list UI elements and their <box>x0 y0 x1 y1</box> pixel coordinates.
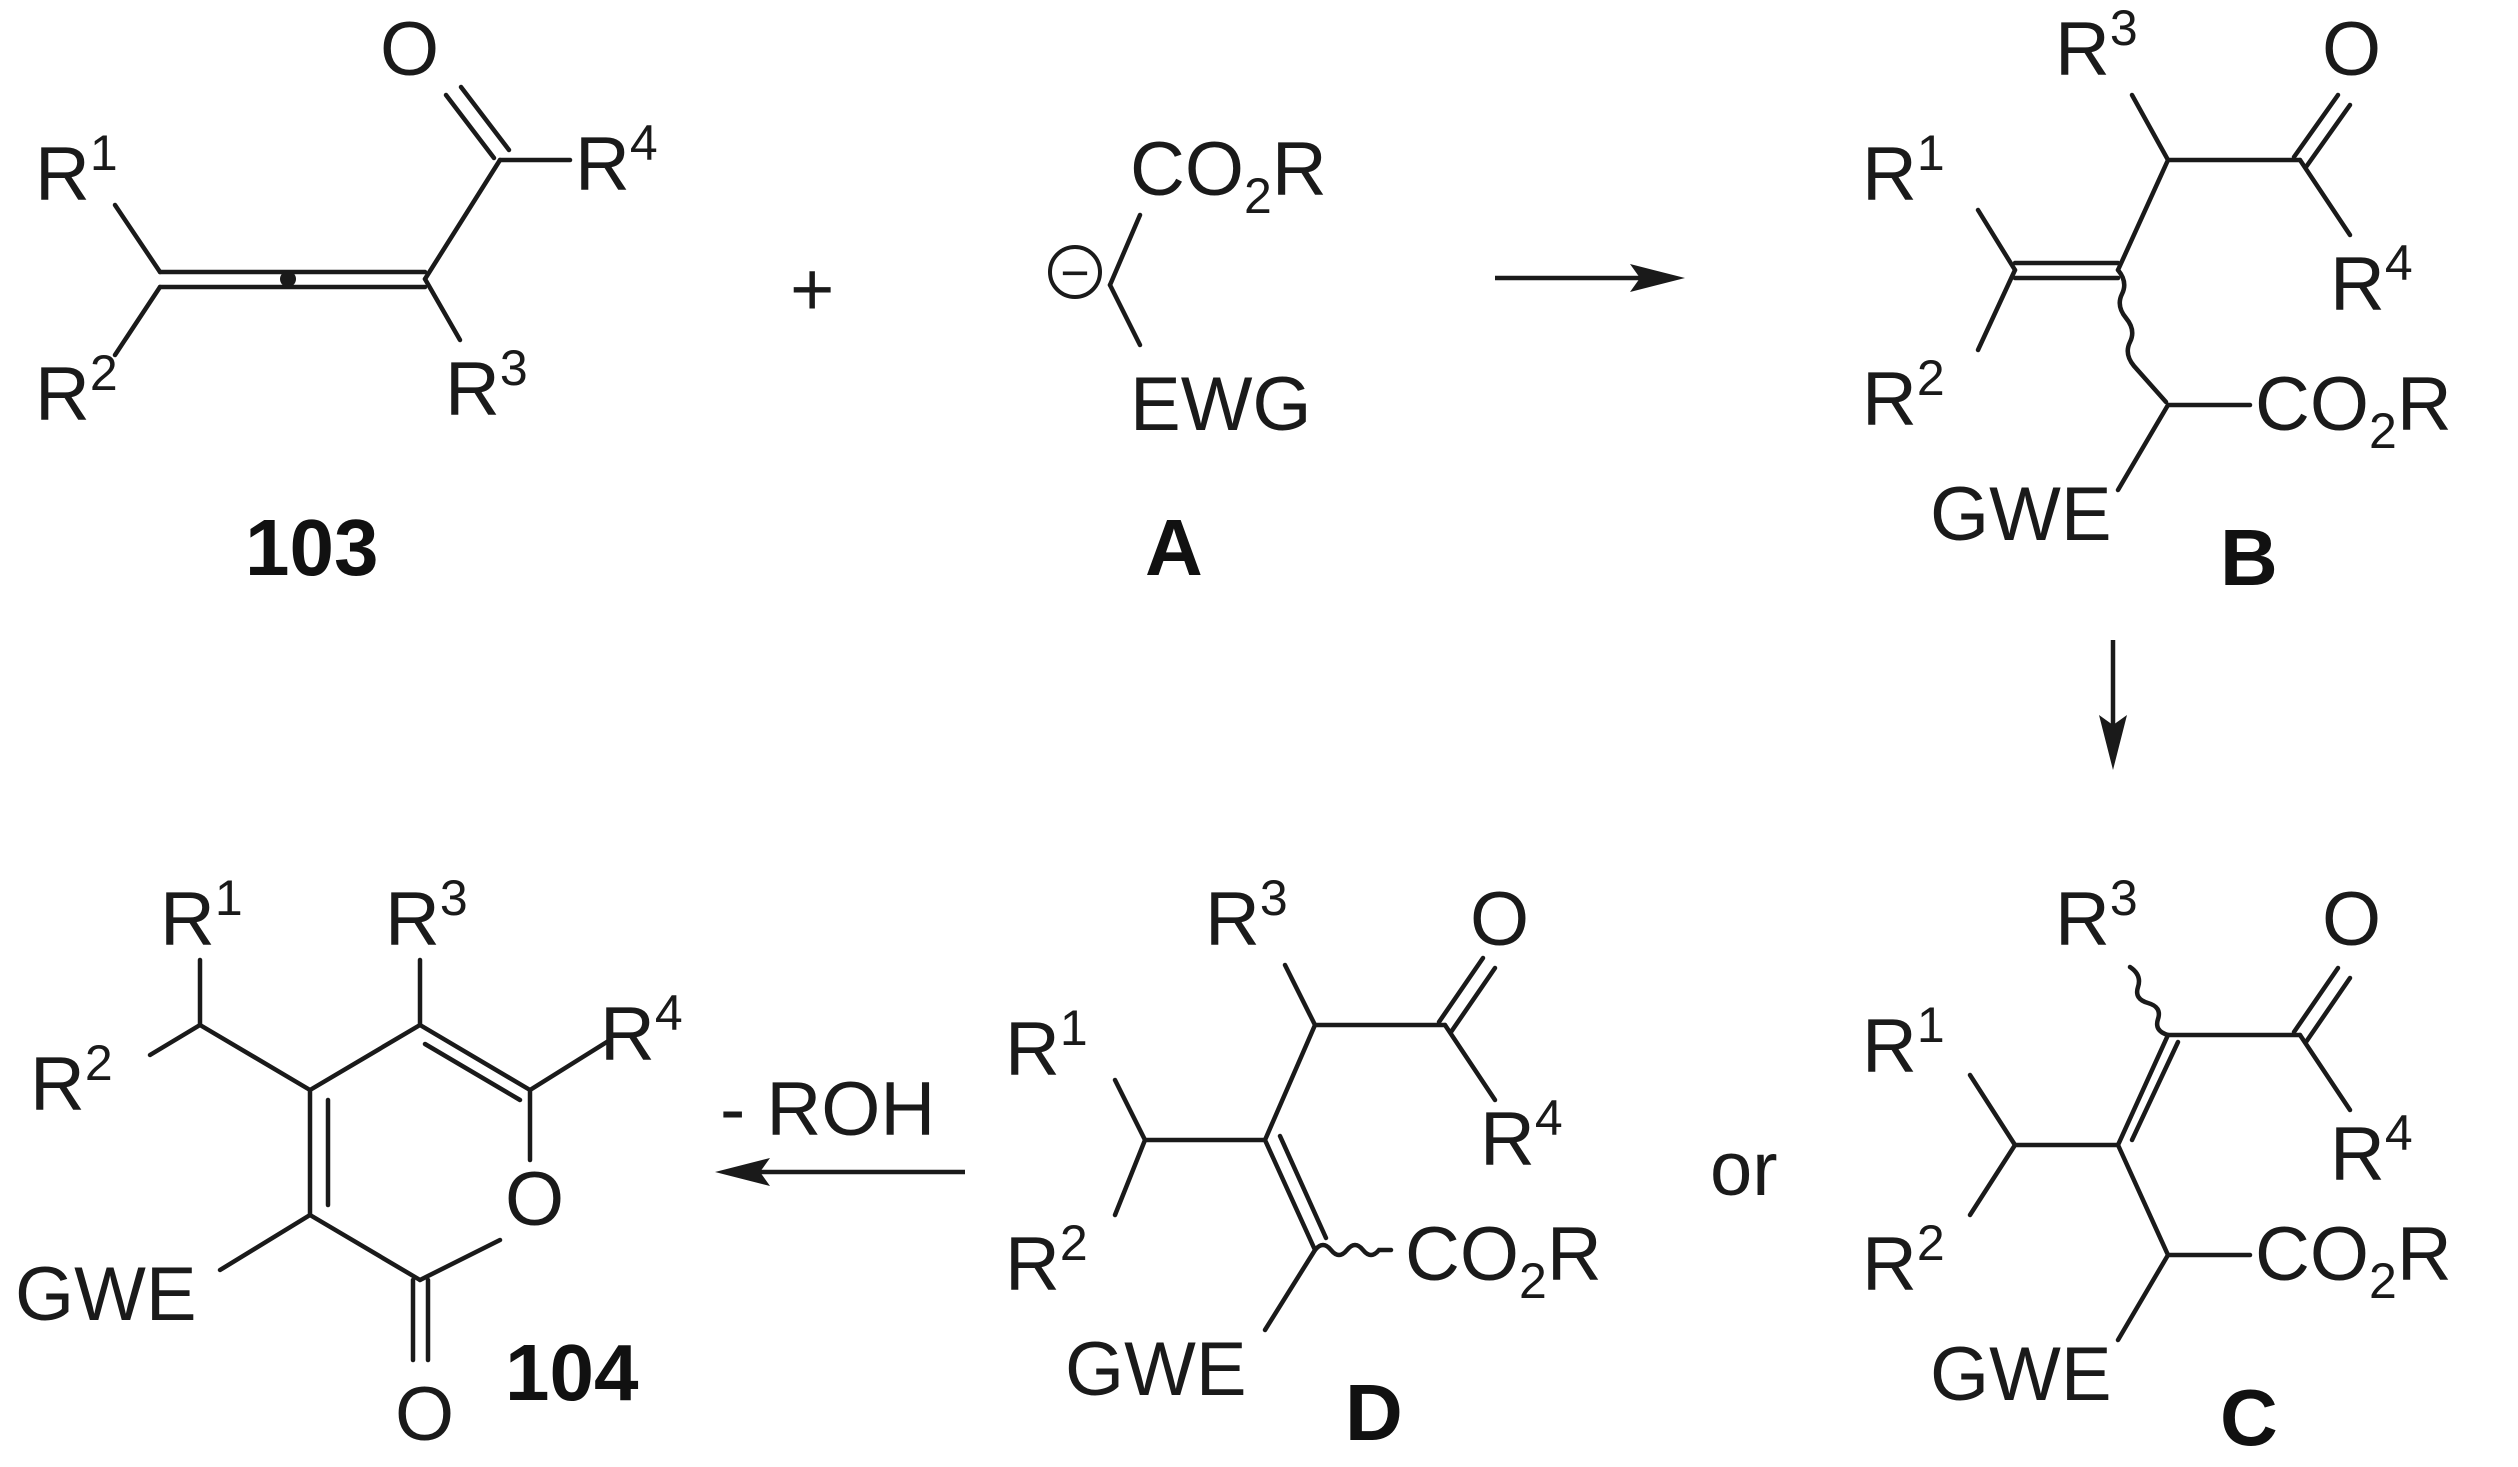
c-r2-label: R2 <box>1862 1215 1945 1307</box>
p-carbonyl-oxygen-label: O <box>395 1372 454 1457</box>
d-co2r-label: CO2R <box>1405 1212 1602 1309</box>
compound-c-label: C <box>2220 1373 2278 1462</box>
compound-d-structure: R1 R2 R3 O R4 CO2R GWE <box>1005 870 1602 1412</box>
d-r2-label: R2 <box>1005 1215 1088 1307</box>
d-oxygen-label: O <box>1470 877 1529 962</box>
c-oxygen-label: O <box>2322 877 2381 962</box>
c-co2r-label: CO2R <box>2255 1212 2452 1309</box>
p-r4-label: R4 <box>600 985 683 1077</box>
compound-103-structure: R1 R2 O R4 R3 <box>35 7 658 437</box>
elimination-arrow <box>715 1158 965 1186</box>
r4-label: R4 <box>575 115 658 207</box>
p-r1-label: R1 <box>160 870 243 962</box>
compound-c-structure: R1 R2 R3 O R4 CO2R GWE <box>1862 870 2452 1417</box>
compound-a-structure: − CO2R EWG <box>1048 127 1327 447</box>
oxygen-label: O <box>380 7 439 92</box>
b-r1-label: R1 <box>1862 125 1945 217</box>
forward-arrow <box>1495 264 1685 292</box>
c-r1-label: R1 <box>1862 997 1945 1089</box>
d-gwe-label: GWE <box>1065 1327 1247 1412</box>
d-r1-label: R1 <box>1005 1000 1088 1092</box>
down-arrow <box>2099 640 2127 770</box>
b-co2r-label: CO2R <box>2255 362 2452 459</box>
d-r3-label: R3 <box>1205 870 1288 962</box>
compound-b-structure: R1 R2 R3 O R4 CO2R GWE <box>1862 0 2452 557</box>
c-gwe-label: GWE <box>1930 1332 2112 1417</box>
compound-d-label: D <box>1345 1368 1403 1457</box>
r3-label: R3 <box>445 340 528 432</box>
p-r3-label: R3 <box>385 870 468 962</box>
c-r4-label: R4 <box>2330 1105 2413 1197</box>
compound-103-label: 103 <box>245 503 378 592</box>
plus-sign: + <box>790 247 834 332</box>
b-r2-label: R2 <box>1862 350 1945 442</box>
p-gwe-label: GWE <box>15 1252 197 1337</box>
p-r2-label: R2 <box>30 1035 113 1127</box>
p-ring-oxygen-label: O <box>505 1157 564 1242</box>
negative-charge-sign: − <box>1060 245 1089 301</box>
compound-b-label: B <box>2220 513 2278 602</box>
compound-104-structure: R1 R2 R3 R4 O O GWE <box>15 870 683 1457</box>
b-oxygen-label: O <box>2322 7 2381 92</box>
or-label: or <box>1710 1127 1778 1212</box>
c-r3-label: R3 <box>2055 870 2138 962</box>
r2-label: R2 <box>35 345 118 437</box>
b-r4-label: R4 <box>2330 235 2413 327</box>
allene-central-carbon <box>280 271 296 287</box>
co2r-label: CO2R <box>1130 127 1327 224</box>
r1-label: R1 <box>35 125 118 217</box>
d-r4-label: R4 <box>1480 1090 1563 1182</box>
b-gwe-label: GWE <box>1930 472 2112 557</box>
compound-104-label: 104 <box>505 1328 639 1417</box>
compound-a-label: A <box>1145 503 1203 592</box>
negative-charge-icon <box>1048 245 1102 299</box>
minus-roh-label: - ROH <box>720 1067 935 1152</box>
ewg-label: EWG <box>1130 362 1312 447</box>
b-r3-label: R3 <box>2055 0 2138 92</box>
